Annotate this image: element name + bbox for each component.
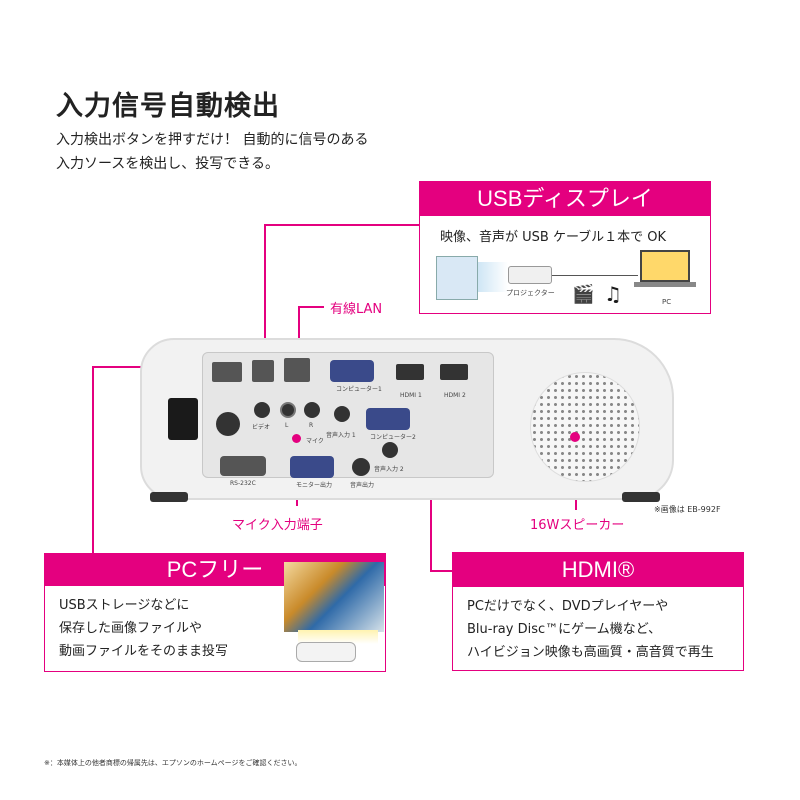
lock-slot bbox=[216, 412, 240, 436]
hdmi2-port bbox=[440, 364, 468, 380]
hdmi-line-3: ハイビジョン映像も高画質・高音質で再生 bbox=[467, 645, 714, 660]
image-note: ※画像は EB-992F bbox=[654, 505, 721, 514]
usb-a-port bbox=[212, 362, 242, 382]
kingfisher-photo bbox=[284, 562, 384, 632]
footnote: ※：本媒体上の他者商標の帰属先は、エプソンのホームページをご確認ください。 bbox=[44, 759, 302, 767]
beam-illustration bbox=[478, 262, 508, 292]
page-title: 入力信号自動検出 bbox=[56, 91, 280, 122]
speaker-label: 16Wスピーカー bbox=[530, 518, 625, 533]
rs232c-port bbox=[220, 456, 266, 476]
wired-lan-label: 有線LAN bbox=[330, 302, 383, 317]
hdmi-description: PCだけでなく、DVDプレイヤーや Blu-ray Disc™にゲーム機など、 … bbox=[467, 595, 714, 664]
audio-in1-label: 音声入力 1 bbox=[326, 432, 356, 439]
audio-out-label: 音声出力 bbox=[350, 482, 375, 489]
pc-free-line-1: USBストレージなどに bbox=[59, 598, 190, 613]
projector-illustration bbox=[508, 266, 552, 284]
audio-out-port bbox=[352, 458, 370, 476]
hdmi1-port bbox=[396, 364, 424, 380]
hdmi-connector-line-h bbox=[430, 570, 454, 572]
mini-projector-beam bbox=[298, 630, 378, 644]
music-note-icon: ♫ bbox=[604, 282, 622, 306]
computer1-port bbox=[330, 360, 374, 382]
audio-r-rca-port bbox=[304, 402, 320, 418]
computer2-label: コンピューター2 bbox=[370, 434, 416, 441]
pc-free-line-2: 保存した画像ファイルや bbox=[59, 621, 203, 636]
rs232c-label: RS-232C bbox=[230, 480, 256, 487]
mic-port-marker bbox=[292, 434, 301, 443]
mini-projector-illustration bbox=[296, 642, 356, 662]
clapperboard-icon: 🎬 bbox=[572, 284, 595, 305]
lan-port bbox=[284, 358, 310, 382]
audio-in2-port bbox=[382, 442, 398, 458]
speaker-marker bbox=[570, 432, 580, 442]
left-foot bbox=[150, 492, 188, 502]
monitor-out-label: モニター出力 bbox=[296, 482, 333, 489]
speaker-grille bbox=[530, 372, 640, 482]
usb-connector-line-h bbox=[264, 224, 420, 226]
monitor-out-port bbox=[290, 456, 334, 478]
audio-r-label: R bbox=[309, 422, 314, 429]
lan-connector-line-v bbox=[298, 306, 300, 362]
power-inlet bbox=[168, 398, 198, 440]
audio-l-rca-port bbox=[280, 402, 296, 418]
projector-caption: プロジェクター bbox=[506, 289, 555, 297]
hdmi-callout: HDMI® PCだけでなく、DVDプレイヤーや Blu-ray Disc™にゲー… bbox=[452, 552, 744, 671]
video-label: ビデオ bbox=[252, 424, 271, 431]
video-rca-port bbox=[254, 402, 270, 418]
audio-l-label: L bbox=[285, 422, 289, 429]
pc-caption: PC bbox=[662, 298, 672, 306]
audio-in2-label: 音声入力 2 bbox=[374, 466, 404, 473]
hdmi1-label: HDMI 1 bbox=[400, 392, 422, 399]
pc-base-illustration bbox=[634, 282, 696, 287]
hdmi-line-2: Blu-ray Disc™にゲーム機など、 bbox=[467, 622, 662, 637]
hdmi-heading: HDMI® bbox=[453, 553, 743, 587]
computer2-port bbox=[366, 408, 410, 430]
mic-label: マイク bbox=[306, 438, 324, 445]
hdmi2-label: HDMI 2 bbox=[444, 392, 466, 399]
lead-line-1: 入力検出ボタンを押すだけ！ 自動的に信号のある bbox=[56, 132, 369, 148]
mic-input-label: マイク入力端子 bbox=[232, 518, 323, 533]
pc-free-description: USBストレージなどに 保存した画像ファイルや 動画ファイルをそのまま投写 bbox=[59, 594, 228, 663]
lead-line-2: 入力ソースを検出し、投写できる。 bbox=[56, 156, 280, 172]
usb-b-port bbox=[252, 360, 274, 382]
usb-display-description: 映像、音声が USB ケーブル１本で OK bbox=[440, 230, 667, 245]
computer1-label: コンピューター1 bbox=[336, 386, 382, 393]
hdmi-line-1: PCだけでなく、DVDプレイヤーや bbox=[467, 599, 669, 614]
usb-cable-illustration bbox=[552, 275, 638, 276]
right-foot bbox=[622, 492, 660, 502]
usb-connector-line-v bbox=[264, 224, 266, 364]
lead-text: 入力検出ボタンを押すだけ！ 自動的に信号のある 入力ソースを検出し、投写できる。 bbox=[56, 128, 368, 176]
usb-display-heading: USBディスプレイ bbox=[420, 182, 710, 216]
screen-illustration bbox=[436, 256, 478, 300]
pc-illustration bbox=[640, 250, 690, 282]
pcfree-connector-line-v bbox=[92, 366, 94, 554]
audio-in1-port bbox=[334, 406, 350, 422]
lan-connector-line-h bbox=[298, 306, 324, 308]
pc-free-line-3: 動画ファイルをそのまま投写 bbox=[59, 644, 229, 659]
